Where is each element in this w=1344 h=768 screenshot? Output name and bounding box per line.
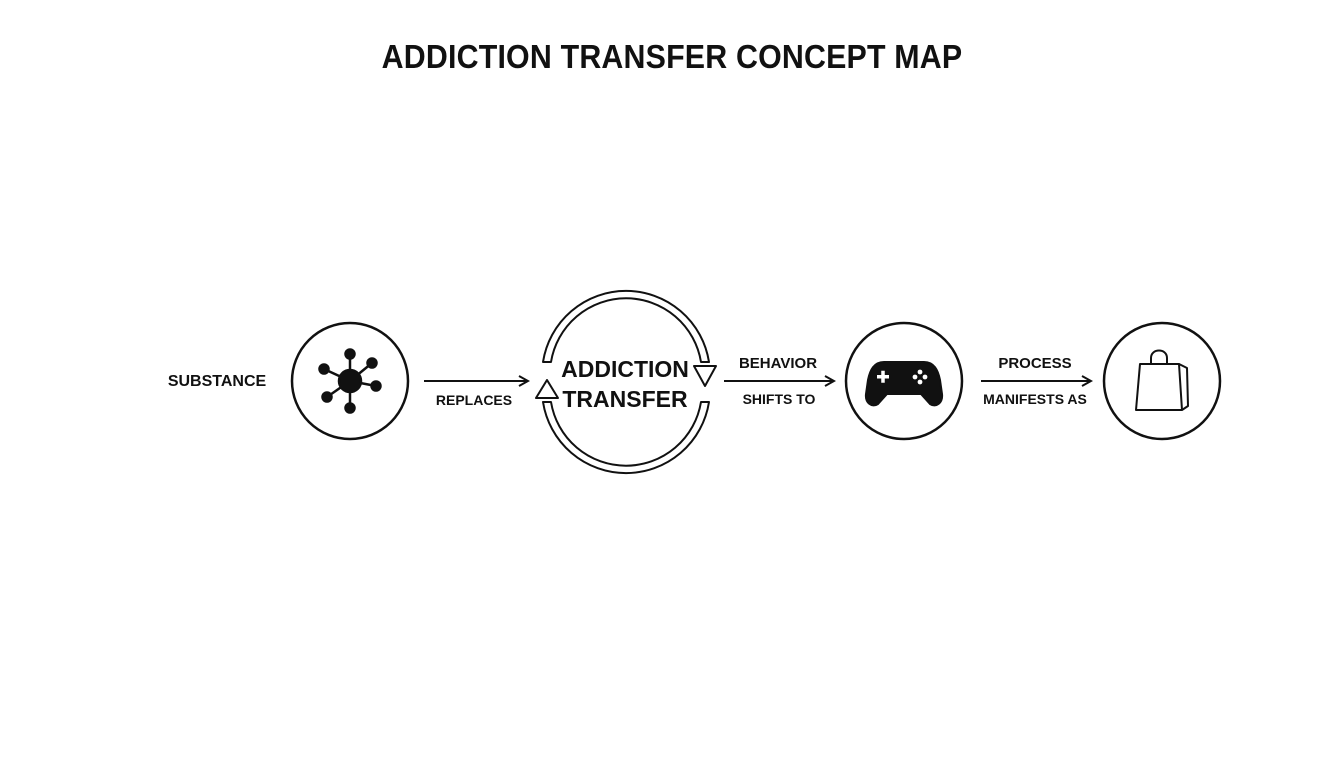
gamepad-icon <box>864 361 944 407</box>
molecule-icon <box>318 348 382 414</box>
center-label-line1: ADDICTION <box>561 356 689 382</box>
behavior-shifts-edge: BEHAVIOR SHIFTS TO <box>724 355 834 407</box>
shopping-bag-icon <box>1135 349 1189 411</box>
substance-node <box>290 321 410 441</box>
process-label: PROCESS <box>998 355 1071 372</box>
manifests-as-label: MANIFESTS AS <box>983 391 1087 407</box>
cycle-arrows-icon <box>535 289 717 475</box>
addiction-transfer-node: ADDICTION TRANSFER <box>535 289 717 475</box>
replaces-label: REPLACES <box>436 392 512 408</box>
shifts-to-label: SHIFTS TO <box>743 391 816 407</box>
process-manifests-edge: PROCESS MANIFESTS AS <box>981 355 1091 407</box>
center-label-line2: TRANSFER <box>562 386 688 412</box>
replaces-edge: REPLACES <box>424 381 528 408</box>
behavior-node <box>844 321 964 441</box>
process-node <box>1102 321 1222 441</box>
diagram-title: ADDICTION TRANSFER CONCEPT MAP <box>381 38 963 75</box>
behavior-label: BEHAVIOR <box>739 355 817 372</box>
substance-label: SUBSTANCE <box>168 373 267 390</box>
